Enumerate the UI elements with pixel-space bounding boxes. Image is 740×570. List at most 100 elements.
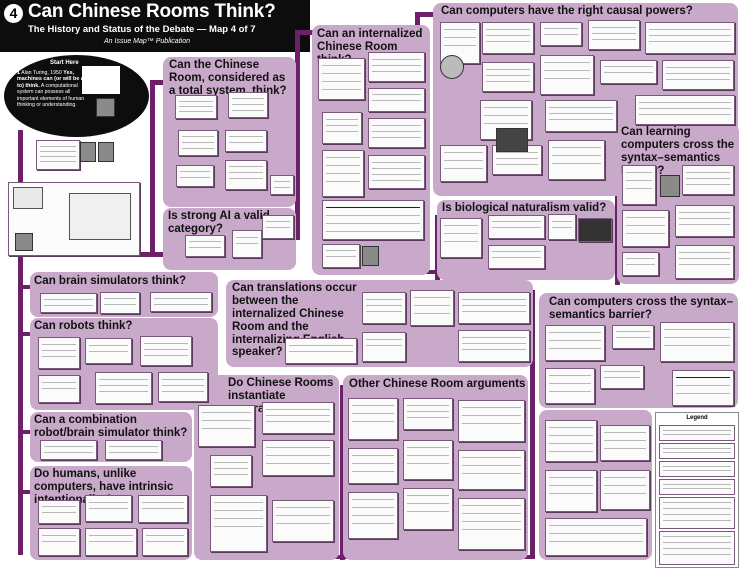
quote-box (82, 66, 120, 94)
portrait-4 (660, 175, 680, 197)
card-sa-1 (185, 235, 225, 257)
page-title: Can Chinese Rooms Think? (28, 1, 276, 23)
card-tr-1 (285, 338, 357, 364)
card-lc-3 (622, 210, 669, 247)
card-cb-4 (545, 368, 595, 404)
card-bn-4 (488, 245, 545, 269)
card-tr-6 (458, 330, 530, 362)
card-oa-2 (403, 398, 453, 430)
brain-head-icon (440, 55, 464, 79)
card-ip-3 (210, 455, 252, 487)
card-cp-7 (540, 55, 594, 95)
card-cp-6 (482, 62, 534, 92)
card-ip-5 (210, 495, 267, 552)
card-in-8 (322, 244, 360, 268)
card-cb-10 (600, 470, 650, 510)
card-hi-5 (85, 528, 137, 556)
card-bn-3 (548, 214, 576, 240)
card-bs-1 (40, 293, 97, 313)
region-title-biological: Is biological naturalism valid? (442, 202, 612, 215)
portrait-1 (80, 142, 96, 162)
card-cb-5 (600, 365, 644, 389)
claim-author: Alan Turing, 1950 (21, 70, 62, 76)
card-cp-13 (440, 145, 487, 182)
card-ip-4 (262, 440, 334, 476)
card-in-7 (368, 155, 425, 189)
region-title-other: Other Chinese Room arguments (349, 378, 527, 391)
portrait-2 (98, 142, 114, 162)
card-hi-6 (142, 528, 188, 556)
card-rb-2 (85, 338, 132, 364)
card-rb-3 (140, 336, 192, 366)
pipe-to-total-system (150, 80, 155, 255)
card-in-1 (318, 58, 365, 100)
card-in-5 (368, 118, 425, 148)
card-bn-2 (488, 215, 545, 239)
card-cp-2 (482, 22, 534, 54)
card-cp-12 (635, 95, 735, 125)
card-cb-7 (545, 420, 597, 462)
map-number-badge: 4 (4, 4, 23, 23)
claim-turing: 1 Alan Turing, 1950 Yes, machines can (o… (17, 70, 92, 108)
card-in-6 (322, 150, 364, 197)
card-lc-2 (682, 165, 734, 195)
publisher-label: An Issue Map™ Publication (104, 38, 190, 45)
card-cm-1 (40, 440, 97, 460)
card-oa-5 (403, 440, 453, 480)
card-oa-9 (458, 498, 525, 550)
card-cb-2 (612, 325, 654, 349)
legend-title: Legend (656, 415, 738, 421)
legend-item-4 (659, 479, 735, 495)
card-ts-3 (178, 130, 218, 156)
card-oa-7 (348, 492, 398, 539)
card-oa-8 (403, 488, 453, 530)
region-title-cross-barrier: Can computers cross the syntax–semantics… (549, 296, 734, 322)
chinese-room-illustration (8, 182, 140, 256)
card-ts-7 (270, 175, 294, 195)
card-hi-2 (85, 495, 132, 522)
card-rb-6 (158, 372, 208, 402)
card-tr-5 (362, 332, 406, 362)
room-drawing (69, 193, 131, 240)
card-rb-4 (38, 375, 80, 403)
legend-item-1 (659, 425, 735, 441)
illustration-figure (13, 187, 43, 209)
legend-item-5 (659, 497, 735, 529)
region-title-causal-powers: Can computers have the right causal powe… (441, 5, 731, 18)
portrait-turing (96, 98, 115, 117)
card-cp-8 (600, 60, 657, 84)
legend-item-6 (659, 531, 735, 565)
claim-number: 1 (17, 70, 20, 76)
card-cb-8 (600, 425, 650, 461)
card-lc-6 (675, 245, 734, 279)
card-ts-1 (175, 95, 217, 119)
card-ts-2 (228, 92, 268, 118)
card-cb-6 (672, 370, 734, 406)
region-title-combination: Can a combination robot/brain simulator … (34, 414, 189, 440)
card-hi-4 (38, 528, 80, 556)
start-here-label: Start Here (50, 60, 79, 66)
card-ts-5 (176, 165, 214, 187)
card-hi-3 (138, 495, 188, 523)
card-sa-3 (262, 215, 294, 239)
legend-panel: Legend (655, 412, 739, 568)
card-tr-4 (458, 292, 530, 324)
legend-item-2 (659, 443, 735, 459)
card-cp-3 (540, 22, 582, 46)
card-bn-5 (578, 218, 612, 242)
card-lc-4 (675, 205, 734, 237)
legend-item-3 (659, 461, 735, 477)
page-subtitle: The History and Status of the Debate — M… (28, 24, 256, 35)
card-oa-3 (458, 400, 525, 442)
card-rb-1 (38, 337, 80, 369)
card-cb-3 (660, 322, 734, 362)
card-oa-4 (348, 448, 398, 484)
card-bn-1 (440, 218, 482, 258)
card-rb-5 (95, 372, 152, 404)
card-start-1 (36, 140, 80, 170)
card-oa-1 (348, 398, 398, 440)
card-in-4 (322, 112, 362, 144)
card-cb-11 (545, 518, 647, 556)
region-title-brain-sim: Can brain simulators think? (34, 275, 214, 288)
card-cb-1 (545, 325, 605, 361)
